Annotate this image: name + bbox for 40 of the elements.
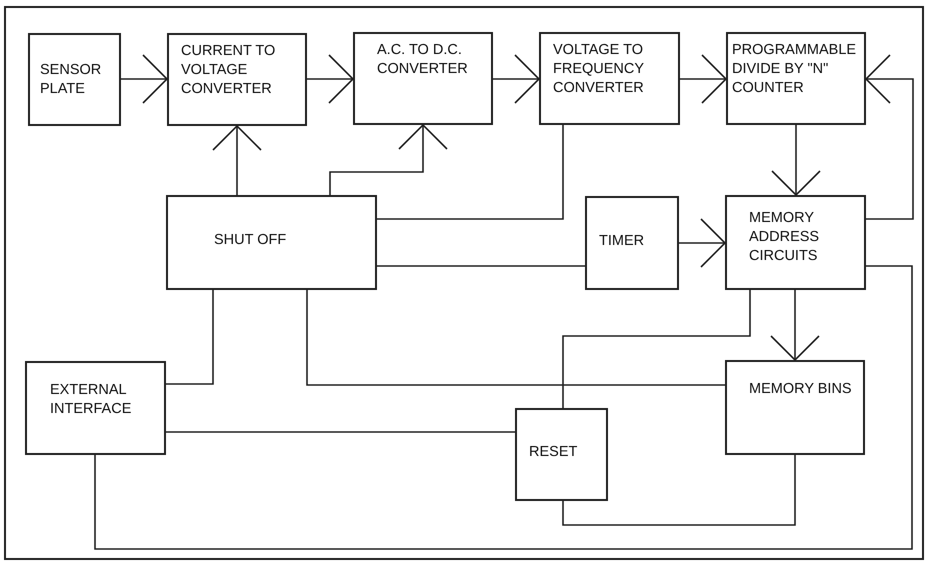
connector-line (94, 265, 913, 550)
arrow (121, 54, 168, 104)
block-label: SENSOR PLATE (40, 61, 102, 99)
block-label: TIMER (599, 232, 644, 251)
block-box (725, 195, 866, 290)
block-label: VOLTAGE TO FREQUENCY CONVERTER (553, 41, 645, 98)
block-label: RESET (529, 443, 578, 462)
block-label: CURRENT TO VOLTAGE CONVERTER (181, 42, 276, 99)
block-label: SHUT OFF (214, 231, 286, 250)
block-box (167, 33, 307, 126)
block-box (353, 32, 493, 125)
arrow (307, 54, 354, 104)
arrow (212, 125, 262, 195)
block-label: MEMORY ADDRESS CIRCUITS (749, 209, 820, 266)
connector-line (562, 290, 751, 408)
block-label: A.C. TO D.C. CONVERTER (377, 41, 469, 79)
block-box (25, 361, 166, 455)
connector-line (166, 431, 515, 433)
block-box (539, 32, 680, 125)
arrow (771, 125, 821, 196)
arrow (865, 54, 914, 220)
block-label: PROGRAMMABLE DIVIDE BY "N" COUNTER (732, 41, 858, 98)
connector-line (306, 290, 725, 386)
block-box (725, 360, 865, 455)
block-box (585, 196, 679, 290)
connector-line (377, 265, 585, 267)
arrow (493, 54, 540, 104)
arrow (329, 124, 448, 195)
block-box (166, 195, 377, 290)
arrow (679, 218, 726, 268)
block-box (515, 408, 608, 501)
arrow (770, 290, 820, 361)
block-label: EXTERNAL INTERFACE (50, 381, 132, 419)
connector-line (377, 125, 564, 220)
arrow (680, 54, 727, 104)
block-box (726, 32, 866, 125)
connector-line (562, 455, 796, 526)
connector-line (166, 290, 214, 385)
block-label: MEMORY BINS (749, 380, 852, 399)
block-box (28, 33, 121, 126)
